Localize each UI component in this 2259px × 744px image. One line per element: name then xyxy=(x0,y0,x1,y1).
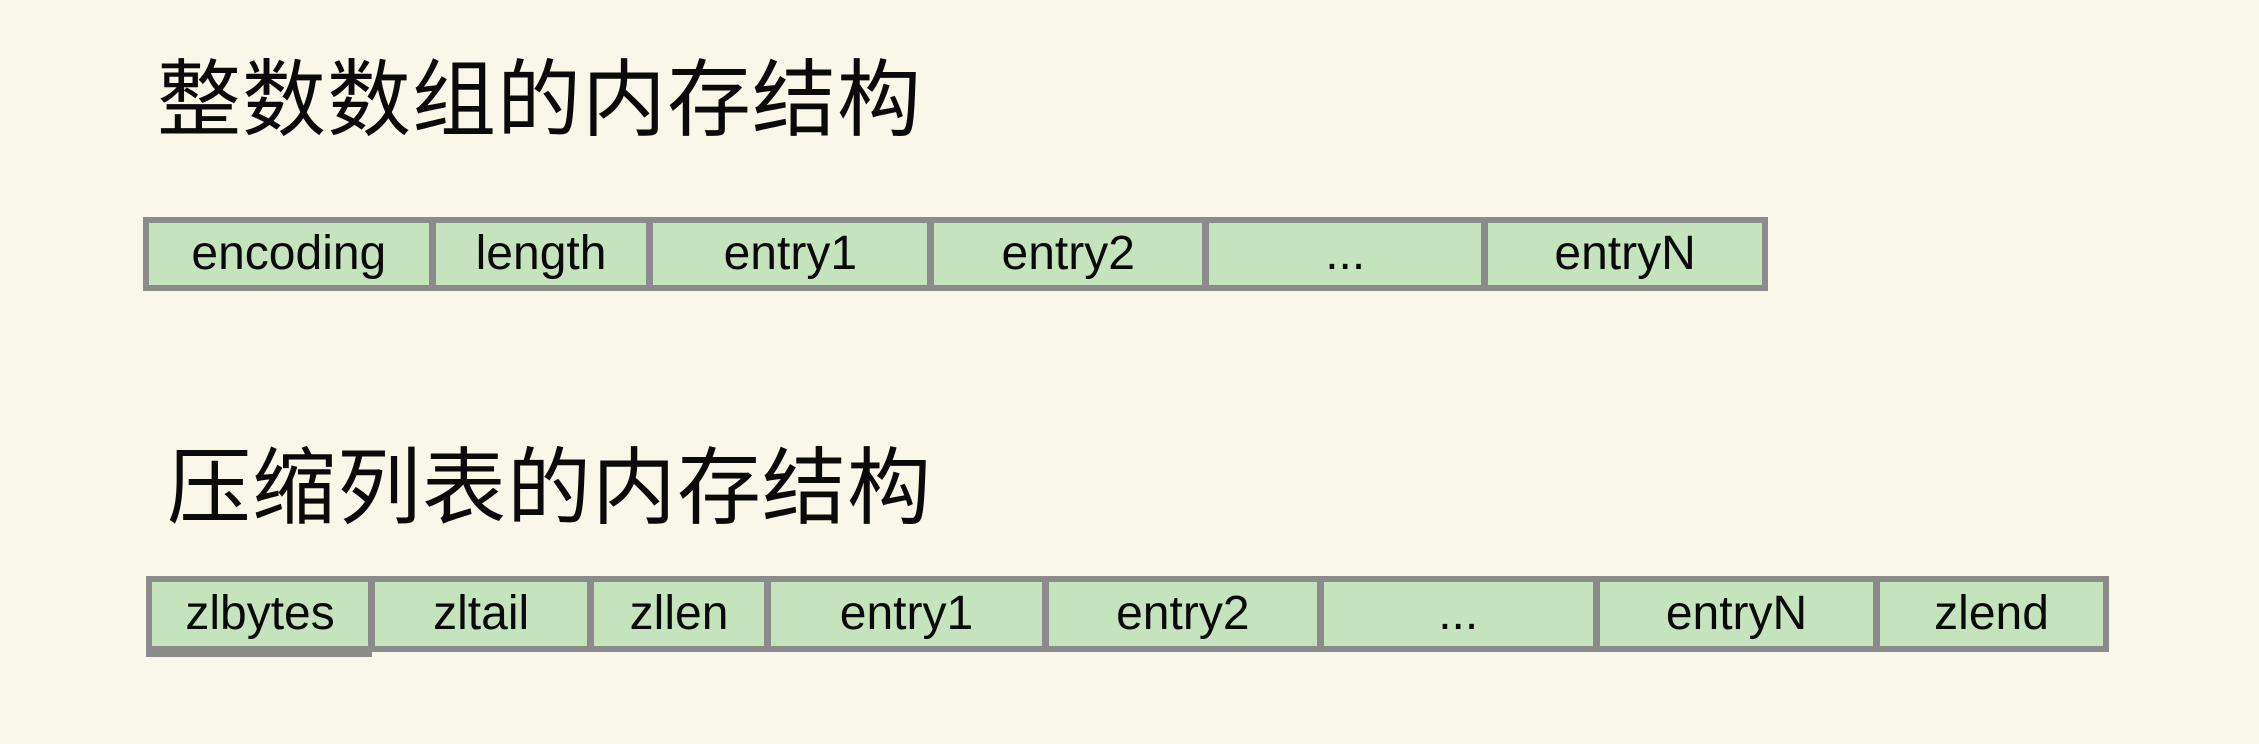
memory-cell-length: length xyxy=(435,223,647,285)
memory-cell-zllen: zllen xyxy=(594,582,764,646)
memory-cell-zlend: zlend xyxy=(1880,582,2103,646)
memory-cell-zlbytes: zlbytes xyxy=(152,582,369,646)
memory-cell-: ... xyxy=(1209,223,1482,285)
memory-cell-entryN: entryN xyxy=(1488,223,1762,285)
memory-cell-entryN: entryN xyxy=(1599,582,1874,646)
zlbytes-offset-border-artifact xyxy=(146,645,372,657)
memory-cell-entry1: entry1 xyxy=(770,582,1043,646)
memory-cell-entry2: entry2 xyxy=(1049,582,1317,646)
memory-cell-entry2: entry2 xyxy=(934,223,1203,285)
memory-cell-encoding: encoding xyxy=(149,223,429,285)
memory-cell-entry1: entry1 xyxy=(653,223,928,285)
section-title-2: 压缩列表的内存结构 xyxy=(167,441,933,535)
memory-cell-zltail: zltail xyxy=(375,582,588,646)
section-title-1: 整数数组的内存结构 xyxy=(157,53,923,147)
memory-cell-: ... xyxy=(1323,582,1593,646)
